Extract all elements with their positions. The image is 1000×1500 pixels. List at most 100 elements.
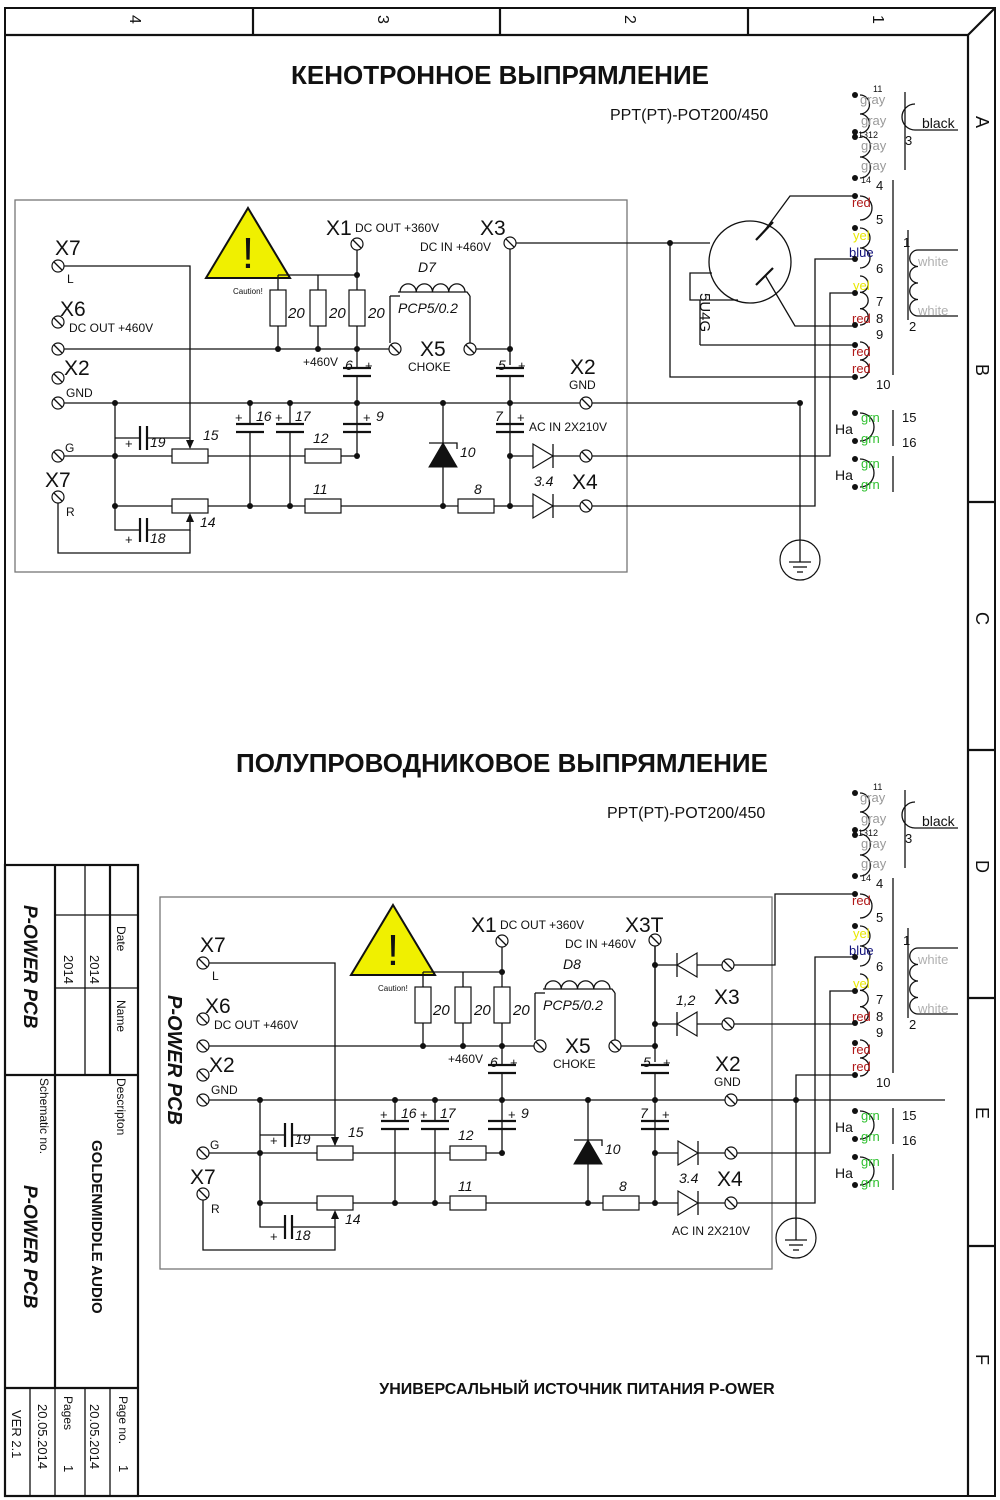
choke-coil (544, 980, 611, 990)
wire (147, 515, 191, 531)
junction-dot (852, 322, 858, 328)
label: gray (860, 790, 886, 805)
label: X4 (572, 471, 598, 494)
label: white (917, 1001, 948, 1016)
label: Schematic no. (37, 1078, 51, 1154)
junction-dot (852, 1182, 858, 1188)
transformer-winding (859, 973, 869, 1024)
junction-dot (852, 92, 858, 98)
transformer-winding (859, 412, 875, 442)
label: 11 (873, 782, 882, 792)
label: + (363, 410, 371, 425)
terminal-slash (581, 398, 591, 408)
wire (114, 506, 140, 531)
terminal-slash (581, 501, 591, 511)
junction-dot (420, 1043, 426, 1049)
label: 12 (458, 1127, 474, 1143)
label: + (125, 436, 133, 451)
terminal-slash (723, 960, 733, 970)
wire (209, 962, 336, 1145)
label: 8 (474, 481, 482, 497)
junction-dot (499, 1150, 505, 1156)
wire (795, 1074, 855, 1100)
label: red (852, 195, 871, 210)
potentiometer-15 (171, 448, 209, 464)
wire (57, 503, 191, 554)
label: + (420, 1107, 428, 1122)
label: 15 (203, 427, 219, 443)
junction-dot (315, 346, 321, 352)
label: GND (714, 1075, 741, 1089)
description: GOLDENMIDDLE AUDIO (88, 1140, 105, 1314)
label: 16 (902, 1133, 916, 1148)
wire (737, 956, 855, 1204)
label: X6 (60, 298, 86, 321)
label: CHOKE (553, 1057, 596, 1071)
label: DC OUT +360V (500, 918, 584, 932)
resistor-20 (454, 986, 472, 1024)
label: X2 (64, 357, 90, 380)
junction-dot (499, 1097, 505, 1103)
warning-icon (349, 903, 437, 976)
label: X7 (200, 934, 226, 957)
warning-icon: ! (242, 229, 254, 278)
label: grn (861, 477, 880, 492)
label: white (917, 303, 948, 318)
label: 15 (902, 410, 916, 425)
junction-dot (585, 1200, 591, 1206)
junction-dot (852, 456, 858, 462)
label: red (852, 311, 871, 326)
wire (543, 988, 616, 994)
transformer-winding (859, 135, 872, 179)
label: 4 (876, 876, 883, 891)
wire (689, 272, 738, 301)
transformer-winding (859, 1039, 870, 1077)
label: D7 (418, 259, 437, 275)
label: + (380, 1107, 388, 1122)
label: + (508, 1107, 516, 1122)
section-title: ПОЛУПРОВОДНИКОВОЕ ВЫПРЯМЛЕНИЕ (236, 748, 768, 778)
diode-3 (677, 1139, 700, 1167)
rectifier-tube (708, 220, 792, 304)
junction-dot (507, 400, 513, 406)
label: X3 (714, 986, 740, 1009)
label: grn (861, 431, 880, 446)
terminal-slash (352, 239, 362, 249)
label: 11 (873, 84, 882, 94)
label: Date (114, 926, 128, 952)
label: Ha (835, 1165, 853, 1181)
column-marker: 4 (126, 15, 143, 24)
wiper-arrow (186, 513, 194, 522)
label: GND (211, 1083, 238, 1097)
label: 14 (345, 1211, 361, 1227)
junction-dot (112, 453, 118, 459)
wire (64, 265, 191, 448)
terminal-slash (198, 1041, 208, 1051)
diode-3 (532, 442, 555, 470)
label: + (663, 1055, 671, 1070)
wire (734, 893, 855, 966)
junction-dot (275, 346, 281, 352)
label: 20 (512, 1002, 530, 1019)
label: red (852, 1009, 871, 1024)
label: gray (861, 856, 887, 871)
label: white (917, 254, 948, 269)
label: PCP5/0.2 (543, 997, 603, 1013)
warning-icon: ! (387, 926, 399, 975)
junction-dot (852, 438, 858, 444)
row-marker: E (972, 1107, 992, 1119)
label: gray (861, 836, 887, 851)
diode-2 (675, 1010, 698, 1038)
tube-label: 5U4G (696, 293, 713, 332)
junction-dot (499, 969, 505, 975)
resistor-12 (304, 448, 342, 464)
label: DC OUT +460V (214, 1018, 298, 1032)
label: X2 (715, 1053, 741, 1076)
terminal-slash (726, 1198, 736, 1208)
label: + (270, 1133, 278, 1148)
resistor-20 (309, 289, 327, 327)
label: L (212, 969, 219, 983)
label: red (852, 893, 871, 908)
label: 15 (348, 1124, 364, 1140)
